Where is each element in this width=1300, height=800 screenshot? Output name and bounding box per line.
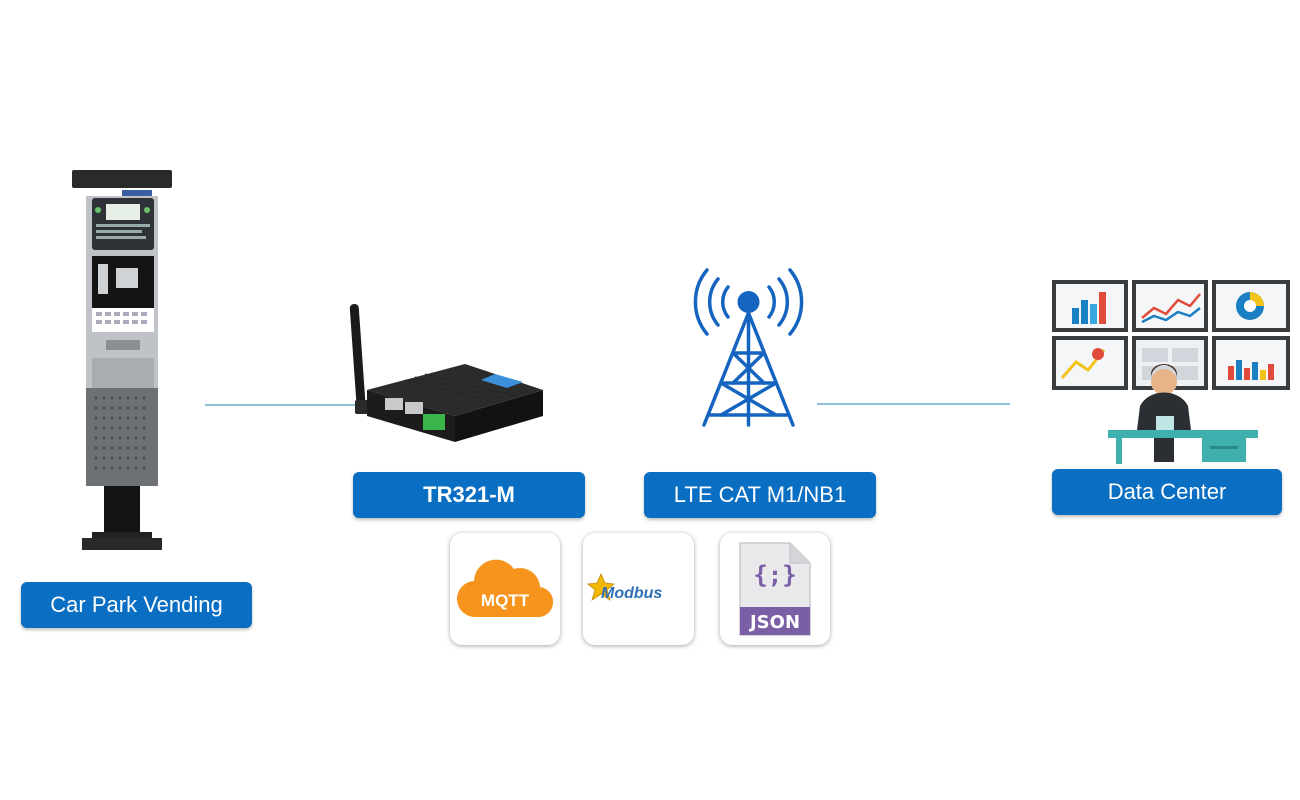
mqtt-label: MQTT bbox=[480, 591, 530, 610]
modbus-card: Modbus bbox=[583, 533, 694, 645]
connector-vending-router bbox=[205, 404, 355, 406]
cell-tower-icon bbox=[686, 265, 811, 430]
json-label: JSON bbox=[749, 612, 801, 633]
modbus-label: Modbus bbox=[601, 585, 663, 602]
network-label: LTE CAT M1/NB1 bbox=[644, 472, 876, 518]
modbus-logo-icon bbox=[587, 573, 615, 603]
cellular-router-icon bbox=[345, 302, 550, 442]
parking-vending-machine-icon bbox=[70, 168, 180, 553]
data-center-operator-icon bbox=[1050, 278, 1292, 466]
json-card: {;} JSON bbox=[720, 533, 830, 645]
vending-label: Car Park Vending bbox=[21, 582, 252, 628]
json-file-icon bbox=[738, 541, 812, 637]
connector-tower-datacenter bbox=[817, 403, 1010, 405]
router-label: TR321-M bbox=[353, 472, 585, 518]
mqtt-cloud-icon bbox=[456, 557, 554, 619]
json-braces-text: {;} bbox=[753, 561, 797, 589]
mqtt-card: MQTT bbox=[450, 533, 560, 645]
datacenter-label: Data Center bbox=[1052, 469, 1282, 515]
